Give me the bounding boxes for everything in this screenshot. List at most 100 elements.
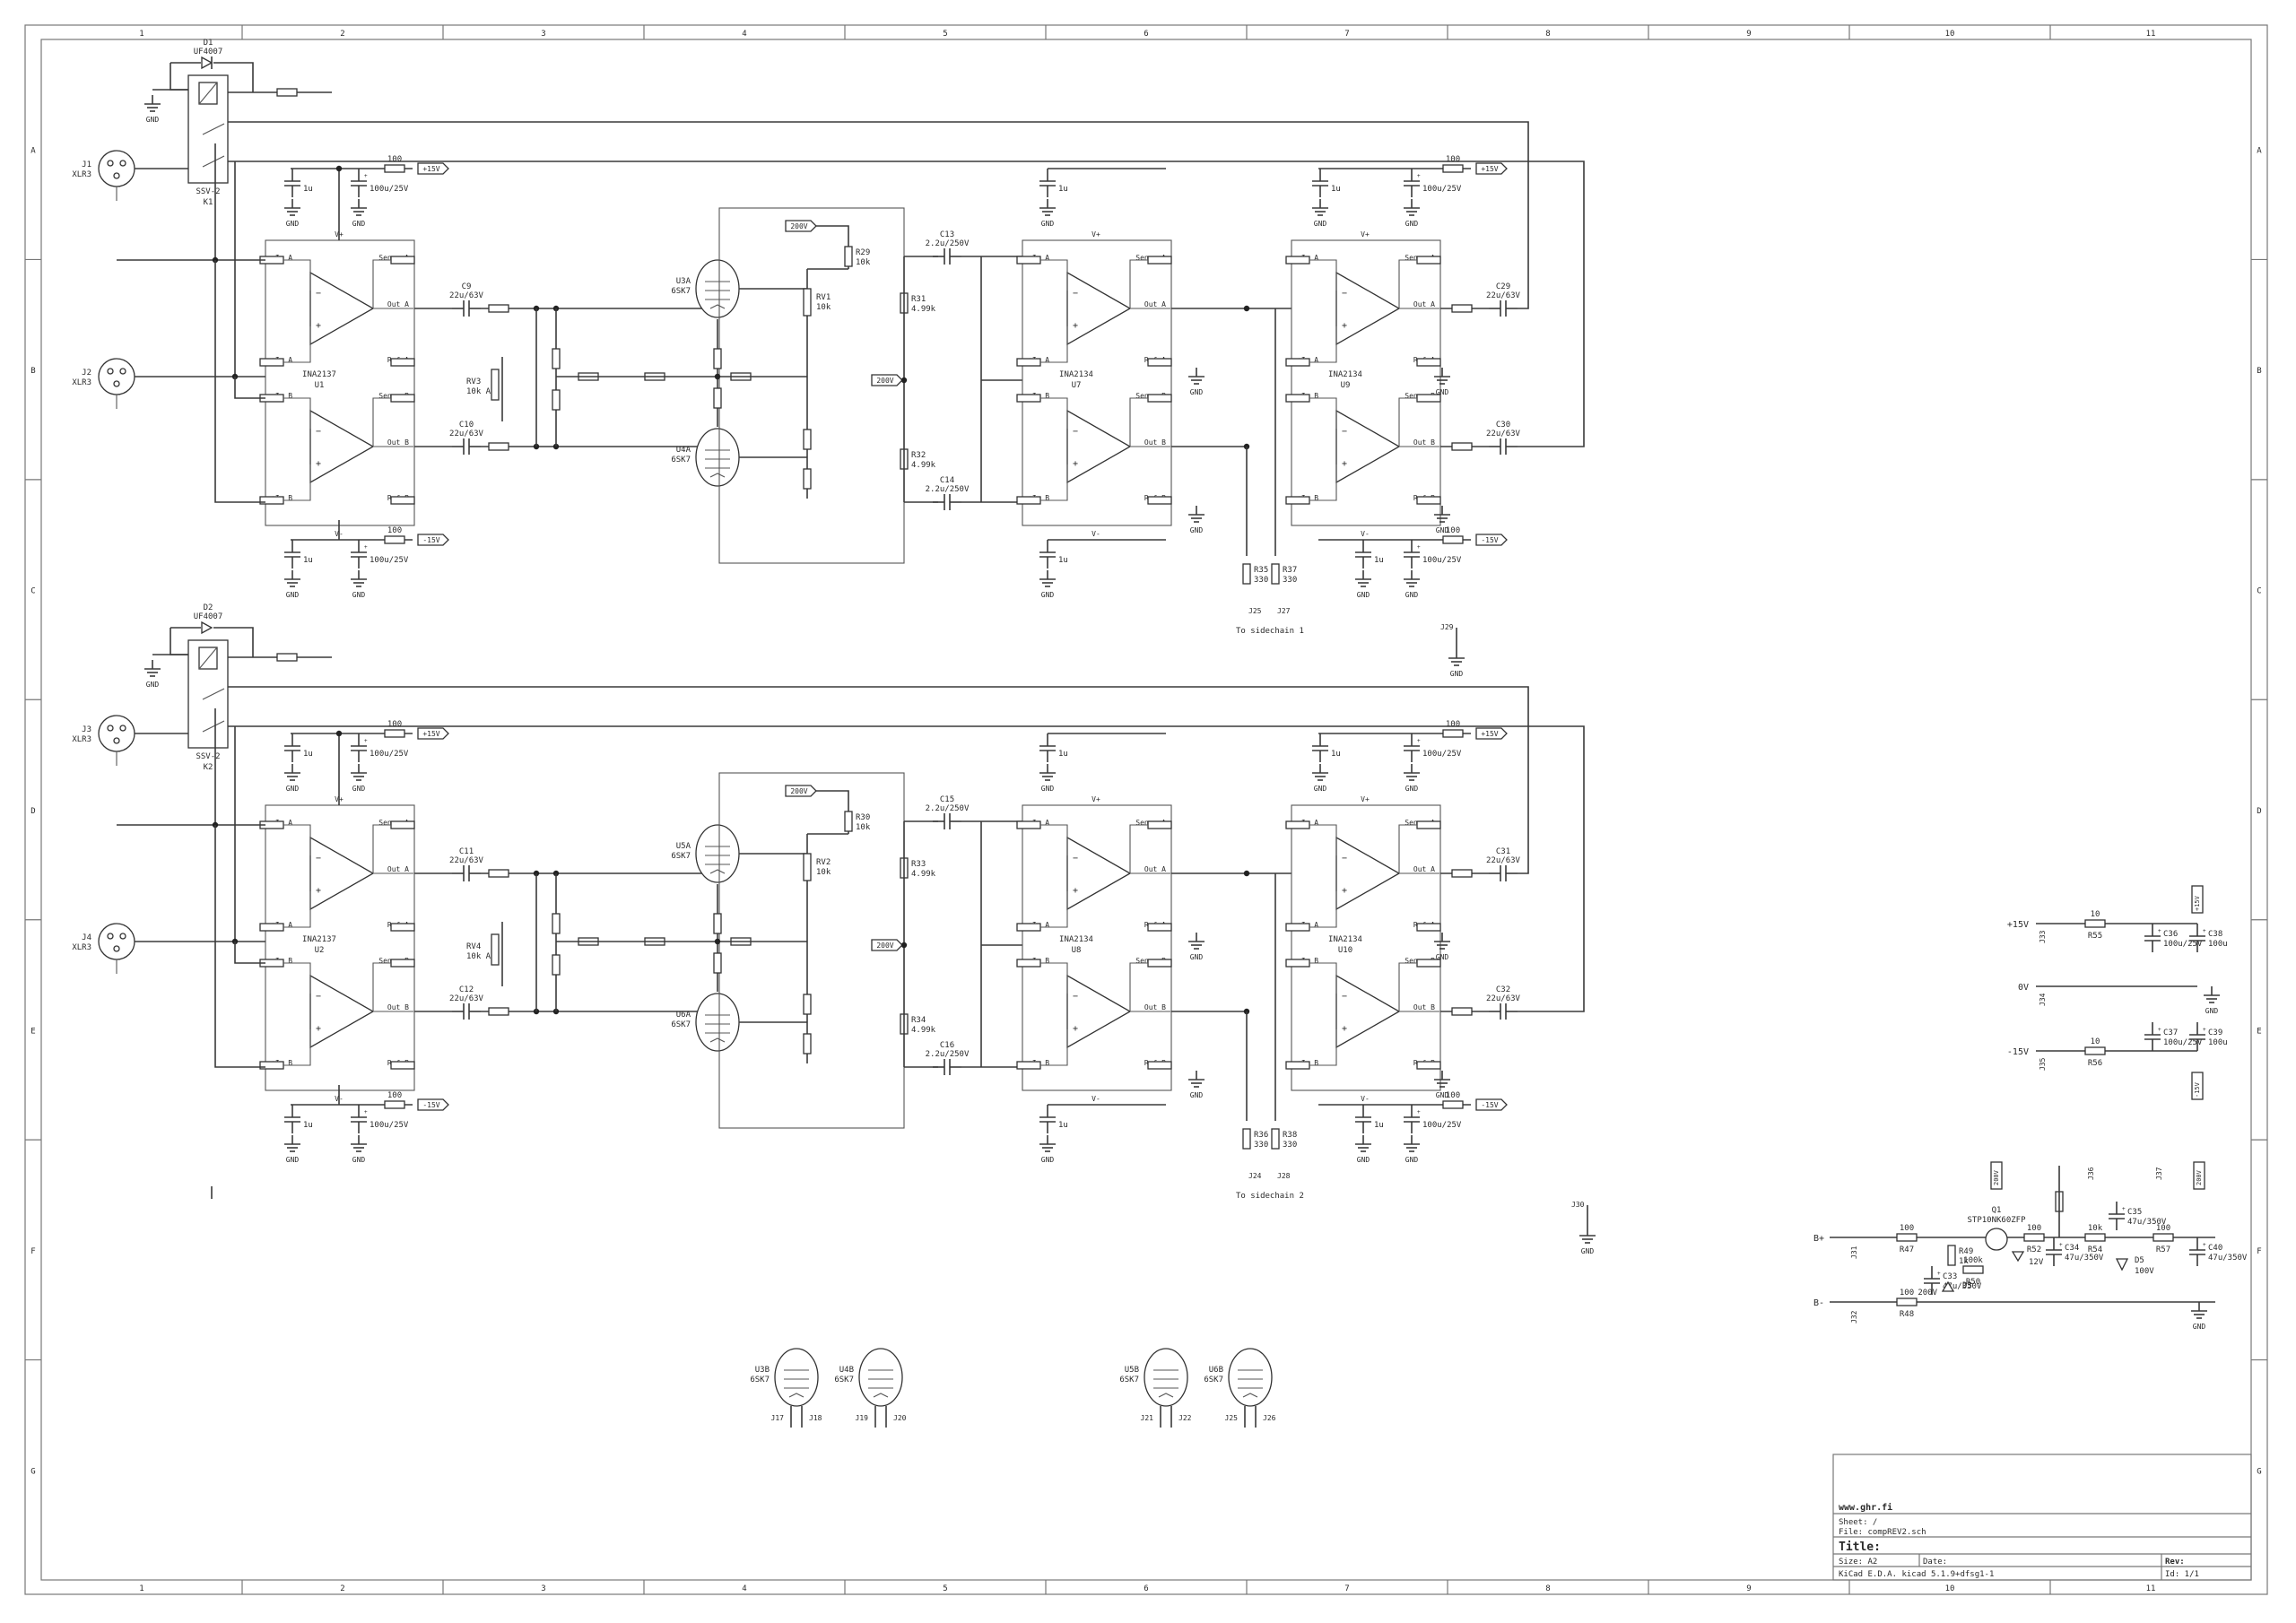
rail-flag-icon [417,534,449,546]
cap-value: 100u/25V [1422,556,1462,565]
ground-icon: GND [1312,764,1328,793]
capacitor: 1u [1355,1105,1384,1133]
ground-icon: GND [284,764,300,793]
tube-ref: U6A [676,1011,691,1020]
pin-label: Out A [1413,300,1435,308]
row-index: G [30,1467,35,1476]
rail-flag-icon [1475,534,1508,546]
amp-triangle-icon [1066,409,1132,484]
jack-ref: J19 [856,1414,869,1422]
resistor-body [1451,442,1473,451]
minus-sign: − [1342,289,1347,299]
res-value: 4.99k [911,870,936,879]
junction [900,377,908,384]
amp-triangle-icon [1066,974,1132,1049]
wire [1040,962,1068,994]
wire [202,155,225,168]
capacitor: +100u/25V [351,169,409,197]
resistor-body [384,729,405,738]
gnd-label: GND [1314,785,1327,793]
supply-label: B- [1813,1298,1824,1308]
tube-value: 6SK7 [671,287,691,296]
res-value: 10k [856,258,871,267]
resistor-body [488,869,509,878]
pot-ref: RV3 [466,378,481,386]
wire [228,686,1529,874]
rail-label: -15V [1481,536,1498,544]
gnd-label: GND [352,785,366,793]
plus-sign: + [1342,459,1347,469]
tube-value: 6SK7 [1119,1376,1139,1384]
resistor [552,389,561,411]
ground-icon: GND [1434,1071,1450,1099]
amp-triangle-icon [1066,271,1132,346]
xlr-icon [98,150,135,187]
res-value: 10k [856,823,871,832]
res-value: 100 [2027,1224,2041,1233]
resistor-body [552,348,561,369]
resistor-body [1242,1128,1251,1150]
tube-envelope-icon [1228,1348,1273,1407]
ground-icon: GND [1434,506,1450,534]
gnd-label: GND [1357,591,1370,599]
network-resistor [1147,394,1172,403]
res-value: 330 [1283,1141,1297,1150]
cap-ref: C30 [1496,421,1510,430]
network-resistor [1285,256,1310,265]
wire [1040,824,1068,855]
supply-label: +15V [2007,920,2029,930]
wire [1129,962,1148,1011]
row-index: C [30,587,35,596]
pin [119,933,126,940]
res-ref: R47 [1900,1245,1914,1254]
ground-icon: GND [1404,1135,1420,1164]
res-value: 330 [1283,576,1297,585]
relay-value: SSV-2 [196,752,220,761]
gnd-label: GND [1405,1156,1419,1164]
resistor [1451,442,1473,451]
ground-icon: GND [284,1135,300,1164]
resistor-body [1947,1245,1956,1266]
res-ref: R57 [2156,1245,2170,1254]
sheet-label: Sheet: / [1839,1518,1877,1527]
network-resistor [1147,820,1172,829]
resistor-body [1442,164,1464,173]
wire [234,377,265,399]
wire [1309,962,1337,994]
jack-ref: J32 [1850,1310,1858,1324]
ground-icon: GND [1039,199,1056,228]
wire [283,326,311,363]
wire [709,304,726,309]
ground-icon: GND [1355,570,1371,599]
cap-ref: C16 [940,1041,954,1050]
capacitor: 1u [1039,169,1068,197]
pin [107,368,114,375]
diode-triangle [1941,1280,1955,1292]
resistor [488,869,509,878]
cap-value: 1u [1058,185,1068,194]
wire [1309,259,1337,291]
rail-label: 200V [790,222,807,230]
resistor [276,653,298,662]
capacitor: +100u/25V [1404,733,1462,762]
cap-value: 100u/25V [370,750,409,759]
network-resistor [259,358,284,367]
res-ref: R38 [1283,1131,1297,1140]
wire [213,627,254,657]
potentiometer-icon [491,933,500,966]
junction [900,942,908,949]
jack-ref: J34 [2039,993,2047,1006]
res-value: 10 [2091,910,2100,919]
diode-triangle [201,621,213,635]
cap-value: 2.2u/250V [926,239,970,248]
